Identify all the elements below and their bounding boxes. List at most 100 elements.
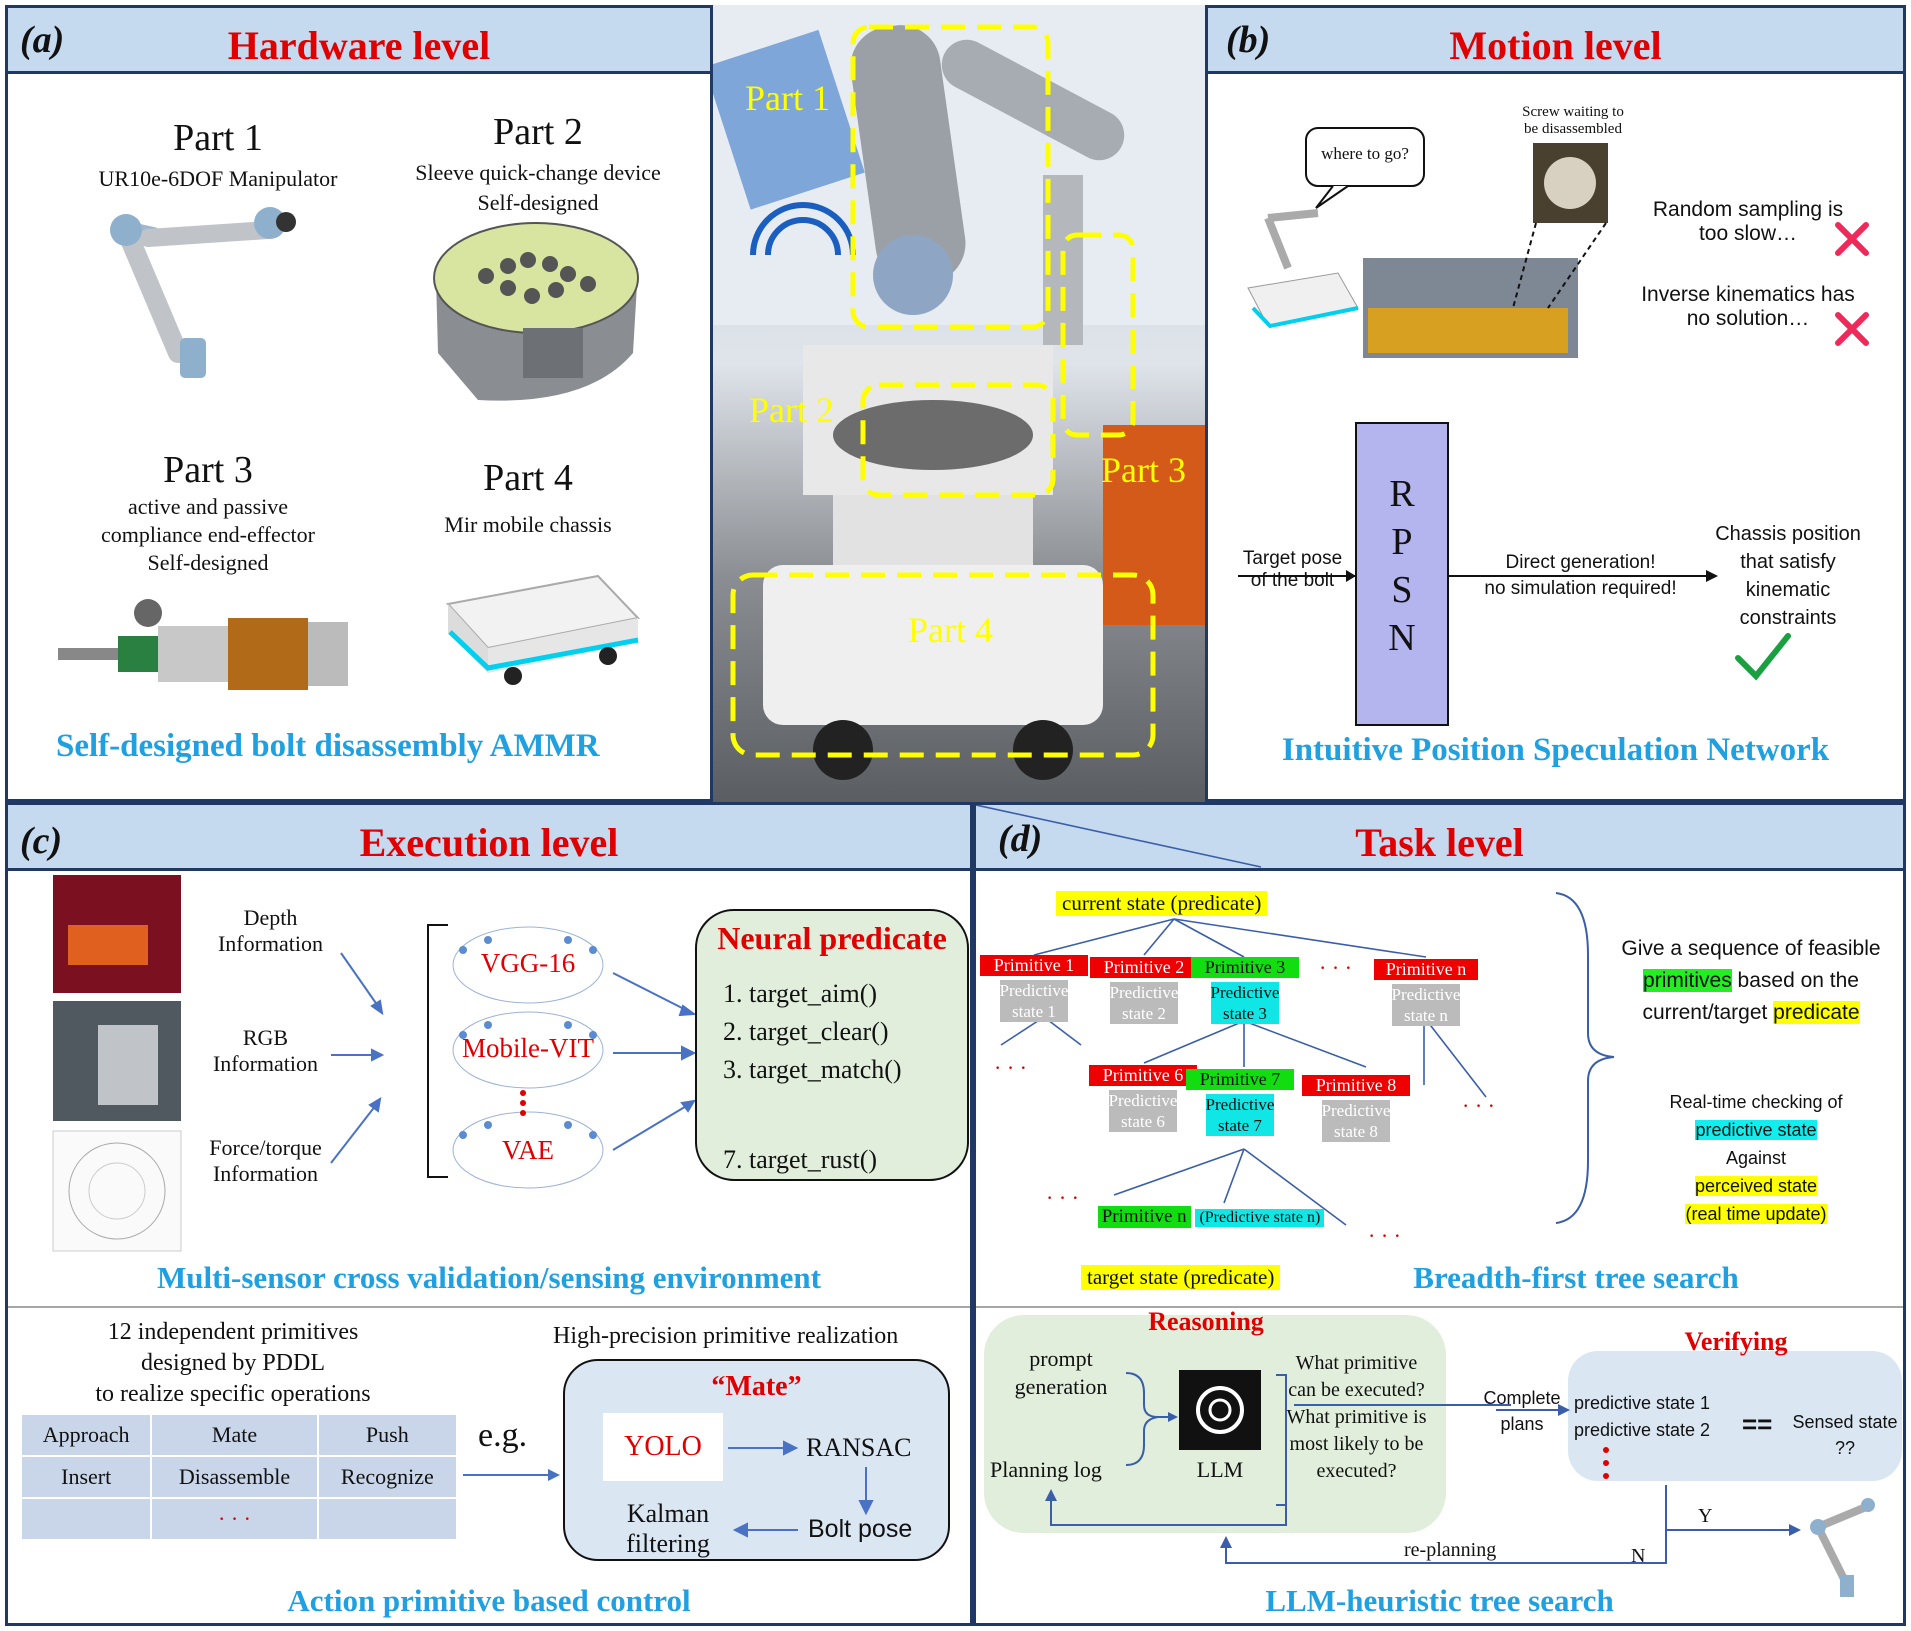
np-item-2: 2. target_clear() (723, 1017, 889, 1046)
primitive-3-node: Primitive 3 (1191, 957, 1299, 978)
give-line1: Give a sequence of feasible (1621, 937, 1881, 960)
prompt-line2: generation (1014, 1374, 1108, 1399)
where-to-go-bubble: where to go? (1321, 144, 1409, 163)
depth-line2: Information (217, 931, 324, 956)
execution-diagram (8, 875, 970, 1561)
part2-desc2: Self-designed (477, 190, 599, 215)
ransac-label: RANSAC (806, 1433, 912, 1462)
panel-d-title: Task level (1355, 820, 1524, 865)
prim-line2: designed by PDDL (141, 1350, 325, 1376)
tree-search-diagram (976, 805, 1903, 1597)
input-line1: Target pose (1242, 548, 1343, 569)
pred-label-3: Predictive (1210, 983, 1280, 1002)
part2-desc1: Sleeve quick-change device (415, 160, 661, 185)
primitive-n-final-node: Primitive n (1097, 1206, 1191, 1228)
sensed-state-line2: ?? (1834, 1438, 1856, 1458)
np-item-3: 3. target_match() (723, 1055, 902, 1084)
give-line3-start: current/target (1642, 1001, 1774, 1024)
panel-a-subtitle: Self-designed bolt disassembly AMMR (56, 728, 600, 764)
target-state-node: target state (predicate) (1081, 1265, 1281, 1290)
manipulator-image (110, 207, 296, 378)
depth-line1: Depth (243, 905, 298, 930)
dots-row1: · · · (1319, 955, 1352, 980)
state-7-label: state 7 (1218, 1116, 1262, 1135)
part4-desc: Mir mobile chassis (444, 512, 612, 537)
rt-predictive-state: predictive state (1695, 1120, 1817, 1140)
primitives-table: Approach Mate Push Insert Disassemble Re… (19, 1413, 459, 1541)
question-line5: executed? (1316, 1460, 1397, 1482)
output-line3: kinematic (1745, 579, 1831, 601)
panel-c-subtitle2: Action primitive based control (287, 1583, 691, 1618)
part3-desc3: Self-designed (147, 550, 269, 575)
pred-label-2: Predictive (1109, 983, 1179, 1002)
question-line1: What primitive (1295, 1352, 1418, 1374)
table-cell: Push (316, 1413, 459, 1457)
table-cell: · · · (150, 1497, 319, 1541)
equality-sign: == (1742, 1409, 1773, 1439)
panel-c-label: (c) (20, 820, 63, 862)
photo-label-part4: Part 4 (908, 610, 993, 650)
panel-b-title: Motion level (1449, 23, 1662, 68)
table-cell: Mate (150, 1413, 319, 1457)
rgb-line1: RGB (242, 1025, 289, 1050)
ft-line2: Information (212, 1161, 319, 1186)
primitive-7-node: Primitive 7 (1186, 1069, 1294, 1090)
panel-b-label: (b) (1226, 19, 1271, 61)
panel-c-title: Execution level (359, 820, 619, 865)
np-item-1: 1. target_aim() (723, 979, 878, 1008)
np-item-7: 7. target_rust() (723, 1145, 878, 1174)
photo-label-part1: Part 1 (745, 78, 830, 118)
table-cell: Approach (19, 1413, 153, 1457)
output-line1: Chassis position (1715, 523, 1861, 545)
pred-label-1: Predictive (999, 981, 1069, 1000)
photo-label-part2: Part 2 (749, 390, 834, 430)
rgb-line2: Information (212, 1051, 319, 1076)
replanning-label: re-planning (1404, 1539, 1497, 1561)
arrow-text2: no simulation required! (1484, 578, 1677, 599)
net-vgg16: VGG-16 (480, 948, 576, 978)
kalman-line2: filtering (626, 1529, 710, 1558)
screw-caption2: be disassembled (1524, 121, 1622, 137)
panel-motion-level: (b) Motion level where to go? Sc (1205, 5, 1906, 802)
panel-execution-level: (c) Execution level (5, 802, 973, 1626)
end-effector-image (58, 599, 348, 690)
question-line2: can be executed? (1288, 1379, 1425, 1401)
question-line4: most likely to be (1289, 1433, 1424, 1455)
panel-a-title: Hardware level (227, 23, 491, 68)
high-precision-label: High-precision primitive realization (553, 1323, 899, 1349)
panel-d-subtitle2: LLM-heuristic tree search (1265, 1583, 1614, 1618)
prompt-line1: prompt (1029, 1346, 1093, 1371)
mate-title: “Mate” (711, 1371, 802, 1402)
bolt-pose-label: Bolt pose (808, 1515, 913, 1543)
primitive-1-node: Primitive 1 (980, 955, 1088, 976)
output-line2: that satisfy (1740, 551, 1836, 573)
motion-illustrations (1238, 127, 1869, 726)
verifying-title: Verifying (1684, 1327, 1788, 1356)
give-primitives: primitives (1643, 969, 1732, 992)
rpsn-r: R (1389, 473, 1415, 515)
dots-right2: · · · (1368, 1223, 1401, 1248)
ft-line1: Force/torque (209, 1135, 322, 1160)
complete-line2: plans (1500, 1414, 1544, 1434)
screw-caption1: Screw waiting to (1522, 104, 1624, 120)
neural-predicate-title: Neural predicate (717, 920, 947, 956)
dots-left1: · · · (994, 1055, 1027, 1080)
issue1b: too slow… (1698, 222, 1798, 245)
predictive-state-2: predictive state 2 (1574, 1420, 1711, 1440)
current-state-node: current state (predicate) (1056, 891, 1268, 916)
output-line4: constraints (1739, 607, 1837, 629)
panel-c-subtitle1: Multi-sensor cross validation/sensing en… (157, 1260, 821, 1295)
pred-label-7: Predictive (1205, 1095, 1275, 1114)
panel-hardware-level: (a) Hardware level Part 1 UR10e-6DOF Man… (5, 5, 713, 802)
yolo-label: YOLO (624, 1431, 702, 1462)
panel-d-subtitle1: Breadth-first tree search (1413, 1260, 1739, 1295)
primitive-2-node: Primitive 2 (1090, 957, 1198, 978)
net-vae: VAE (501, 1135, 554, 1165)
sleeve-device-image (433, 222, 639, 401)
rpsn-p: P (1391, 521, 1413, 563)
state-2-label: state 2 (1122, 1004, 1166, 1023)
panel-b-subtitle: Intuitive Position Speculation Network (1281, 732, 1830, 768)
predictive-state-n: (Predictive state n) (1195, 1209, 1325, 1227)
table-cell: Disassemble (150, 1455, 319, 1499)
rt-line3: Against (1725, 1148, 1787, 1168)
